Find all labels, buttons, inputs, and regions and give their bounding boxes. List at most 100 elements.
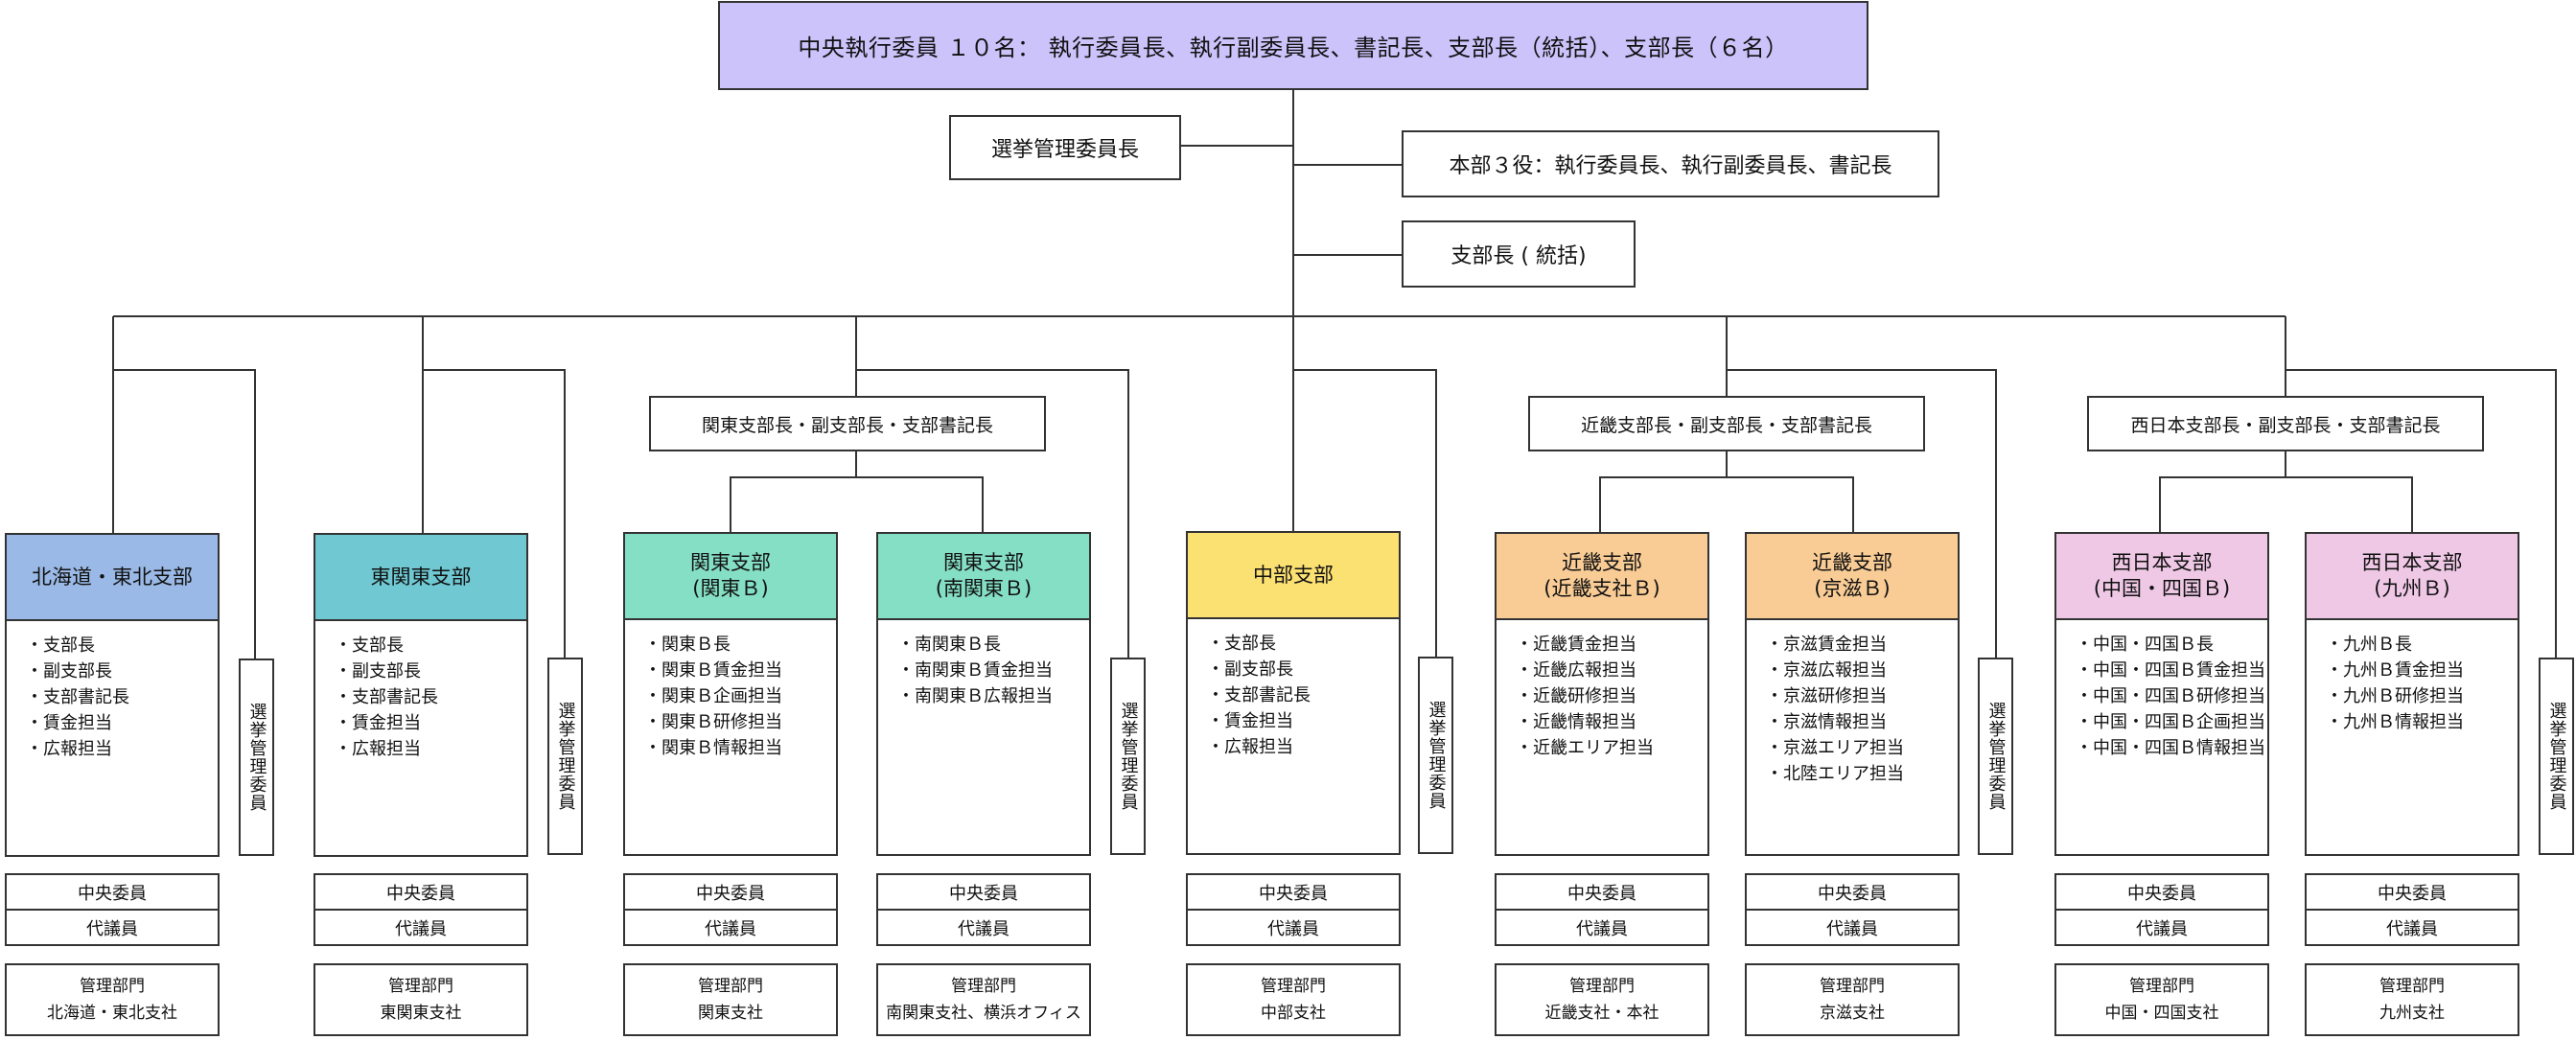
branch-title: 中部支部 [1253, 563, 1334, 587]
kanto-regional-head-text: 関東支部長・副支部長・支部書記長 [701, 414, 993, 436]
delegate-box: 代議員 [876, 909, 1091, 946]
role-item: ・広報担当 [26, 739, 112, 759]
branch-minamikanto-b-header: 関東支部 (南関東Ｂ) [876, 532, 1091, 620]
kanto-split [730, 476, 984, 532]
central-committee-text: 中央委員 [78, 883, 147, 904]
role-item: ・中国・四国Ｂ賃金担当 [2076, 660, 2265, 681]
branch-title: 北海道・東北支部 [32, 565, 193, 589]
role-item: ・京滋エリア担当 [1766, 738, 1904, 758]
branch-title: 東関東支部 [370, 565, 472, 589]
branch-subtitle: (中国・四国Ｂ) [2093, 577, 2231, 600]
central-committee-text: 中央委員 [1259, 883, 1328, 904]
nishinihon-regional-head-text: 西日本支部長・副支部長・支部書記長 [2130, 414, 2441, 436]
management-dept-name: 東関東支社 [380, 1004, 462, 1023]
management-dept-name: 近畿支社・本社 [1544, 1004, 1659, 1023]
role-item: ・副支部長 [1207, 659, 1293, 680]
branch-keiji-b-roles: ・京滋賃金担当 ・京滋広報担当 ・京滋研修担当 ・京滋情報担当 ・京滋エリア担当… [1745, 618, 1960, 856]
branch-kanto-b-roles: ・関東Ｂ長 ・関東Ｂ賃金担当 ・関東Ｂ企画担当 ・関東Ｂ研修担当 ・関東Ｂ情報担… [623, 618, 838, 856]
election-committee-box-2: 選挙管理委員 [547, 658, 583, 855]
role-item: ・京滋情報担当 [1766, 712, 1887, 732]
branch-keiji-b-header: 近畿支部 (京滋Ｂ) [1745, 532, 1960, 620]
role-item: ・近畿広報担当 [1516, 660, 1636, 681]
role-item: ・近畿研修担当 [1516, 686, 1636, 706]
branch-hokkaido-header: 北海道・東北支部 [5, 533, 220, 621]
link-ec5 [1727, 369, 1997, 659]
branch-title: 近畿支部 [1812, 551, 1892, 574]
kinki-regional-head-box: 近畿支部長・副支部長・支部書記長 [1528, 396, 1925, 451]
delegate-text: 代議員 [1267, 918, 1319, 939]
central-committee-text: 中央委員 [949, 883, 1018, 904]
branch-chubu-header: 中部支部 [1186, 531, 1401, 619]
management-dept-name: 中部支社 [1261, 1004, 1326, 1023]
hq-three-roles-box: 本部３役：執行委員長、執行副委員長、書記長 [1402, 130, 1939, 197]
role-item: ・九州Ｂ情報担当 [2326, 712, 2464, 732]
management-dept-box: 管理部門中国・四国支社 [2054, 963, 2269, 1036]
branch-subtitle: (関東Ｂ) [692, 577, 769, 600]
branch-title: 関東支部 [690, 551, 771, 574]
election-committee-text: 選挙管理委員 [1985, 702, 2007, 811]
central-committee-text: 中央委員 [1818, 883, 1887, 904]
branch-chubu-roles: ・支部長 ・副支部長 ・支部書記長 ・賃金担当 ・広報担当 [1186, 617, 1401, 855]
branch-higashikanto-roles: ・支部長 ・副支部長 ・支部書記長 ・賃金担当 ・広報担当 [313, 619, 528, 857]
branch-kanto-b-header: 関東支部 (関東Ｂ) [623, 532, 838, 620]
delegate-box: 代議員 [2054, 909, 2269, 946]
delegate-text: 代議員 [86, 918, 138, 939]
delegate-text: 代議員 [2386, 918, 2438, 939]
central-committee-box: 中央委員 [2054, 873, 2269, 911]
central-executive-committee-box: 中央執行委員 １０名： 執行委員長、執行副委員長、書記長、支部長（統括）、支部長… [718, 1, 1868, 90]
delegate-text: 代議員 [2136, 918, 2188, 939]
branch-kyushu-b-header: 西日本支部 (九州Ｂ) [2305, 532, 2519, 620]
kinki-split [1599, 476, 1854, 532]
central-committee-box: 中央委員 [623, 873, 838, 911]
role-item: ・広報担当 [335, 739, 421, 759]
branch-subtitle: (近畿支社Ｂ) [1543, 577, 1660, 600]
branch-title: 西日本支部 [2111, 551, 2213, 574]
election-chair-text: 選挙管理委員長 [990, 138, 1139, 162]
hq-three-roles-text: 本部３役：執行委員長、執行副委員長、書記長 [1449, 154, 1892, 178]
election-committee-text: 選挙管理委員 [555, 702, 576, 811]
role-item: ・賃金担当 [26, 713, 112, 733]
delegate-box: 代議員 [1495, 909, 1709, 946]
management-dept-name: 中国・四国支社 [2104, 1004, 2219, 1023]
kinki-regional-head-text: 近畿支部長・副支部長・支部書記長 [1580, 414, 1872, 436]
central-committee-text: 中央委員 [1567, 883, 1636, 904]
delegate-text: 代議員 [395, 918, 447, 939]
role-item: ・副支部長 [26, 661, 112, 682]
delegate-text: 代議員 [1576, 918, 1628, 939]
role-item: ・京滋広報担当 [1766, 660, 1887, 681]
delegate-box: 代議員 [2305, 909, 2519, 946]
election-committee-text: 選挙管理委員 [1426, 701, 1447, 810]
management-dept-box: 管理部門北海道・東北支社 [5, 963, 220, 1036]
election-committee-box-4: 選挙管理委員 [1418, 657, 1453, 854]
election-committee-text: 選挙管理委員 [2546, 702, 2567, 811]
delegate-box: 代議員 [623, 909, 838, 946]
management-dept-box: 管理部門京滋支社 [1745, 963, 1960, 1036]
role-item: ・副支部長 [335, 661, 421, 682]
central-committee-box: 中央委員 [313, 873, 528, 911]
central-committee-box: 中央委員 [1186, 873, 1401, 911]
role-item: ・関東Ｂ企画担当 [644, 686, 782, 706]
central-committee-text: 中央委員 [2127, 883, 2196, 904]
management-dept-label: 管理部門 [2129, 977, 2194, 996]
role-item: ・中国・四国Ｂ情報担当 [2076, 738, 2265, 758]
role-item: ・南関東Ｂ長 [897, 635, 1001, 655]
management-dept-label: 管理部門 [1261, 977, 1326, 996]
role-item: ・近畿情報担当 [1516, 712, 1636, 732]
management-dept-box: 管理部門東関東支社 [313, 963, 528, 1036]
branch-chugoku-shikoku-b-header: 西日本支部 (中国・四国Ｂ) [2054, 532, 2269, 620]
branch-minamikanto-b-roles: ・南関東Ｂ長 ・南関東Ｂ賃金担当 ・南関東Ｂ広報担当 [876, 618, 1091, 856]
role-item: ・賃金担当 [1207, 711, 1293, 731]
management-dept-name: 北海道・東北支社 [47, 1004, 177, 1023]
branch-chugoku-shikoku-b-roles: ・中国・四国Ｂ長 ・中国・四国Ｂ賃金担当 ・中国・四国Ｂ研修担当 ・中国・四国Ｂ… [2054, 618, 2269, 856]
role-item: ・支部長 [1207, 634, 1276, 654]
role-item: ・九州Ｂ賃金担当 [2326, 660, 2464, 681]
branch-kyushu-b-roles: ・九州Ｂ長 ・九州Ｂ賃金担当 ・九州Ｂ研修担当 ・九州Ｂ情報担当 [2305, 618, 2519, 856]
branch-subtitle: (京滋Ｂ) [1814, 577, 1891, 600]
management-dept-label: 管理部門 [80, 977, 145, 996]
election-committee-text: 選挙管理委員 [246, 703, 267, 812]
management-dept-label: 管理部門 [698, 977, 763, 996]
link-ec1 [113, 369, 256, 659]
link-ec6 [2286, 369, 2557, 659]
link-ec4 [1293, 369, 1437, 659]
